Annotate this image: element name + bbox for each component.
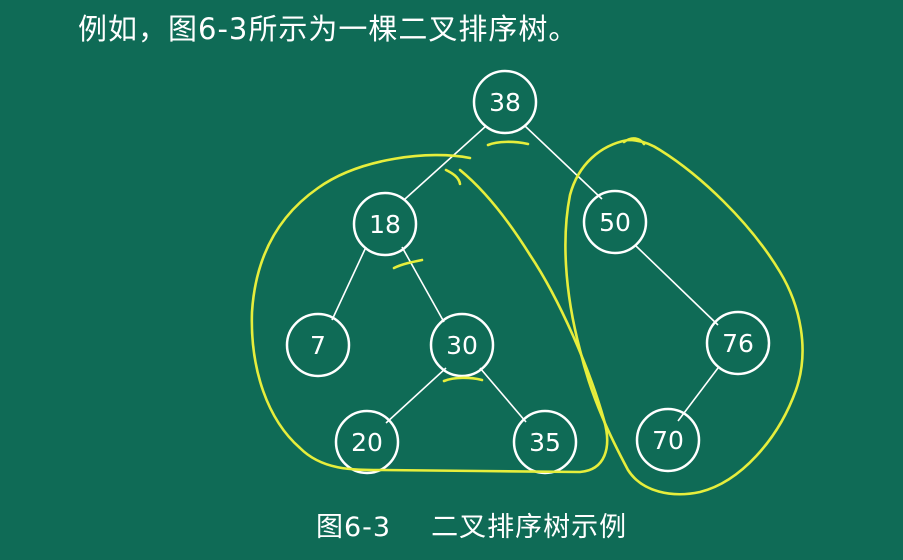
underline-root xyxy=(486,140,530,147)
left-subtree-loop xyxy=(250,153,609,474)
figure-title: 二叉排序树示例 xyxy=(431,512,628,543)
edge-18-30 xyxy=(401,246,445,323)
edge-38-50 xyxy=(524,125,603,200)
underline-30 xyxy=(442,376,484,383)
tree-node-30: 30 xyxy=(429,312,495,378)
node-label: 7 xyxy=(310,331,326,360)
edge-76-70 xyxy=(677,367,719,422)
tree-node-70: 70 xyxy=(635,407,701,473)
tree-node-7: 7 xyxy=(285,312,351,378)
highlighter-annotations xyxy=(250,137,804,496)
figure-number: 图6-3 xyxy=(316,512,392,543)
node-label: 20 xyxy=(351,428,383,457)
tree-node-76: 76 xyxy=(705,310,771,376)
edge-38-18 xyxy=(404,125,487,200)
edge-30-20 xyxy=(385,367,447,424)
node-label: 35 xyxy=(529,428,561,457)
intro-text: 例如，图6-3所示为一棵二叉排序树。 xyxy=(78,12,579,46)
edge-18-7 xyxy=(331,246,367,321)
figure-caption: 图6-3 二叉排序树示例 xyxy=(316,505,627,544)
node-label: 76 xyxy=(722,329,754,358)
node-label: 70 xyxy=(652,426,684,455)
tree-node-20: 20 xyxy=(334,409,400,475)
underline-18 xyxy=(392,258,424,270)
node-label: 18 xyxy=(369,210,401,239)
tree-node-18: 18 xyxy=(352,191,418,257)
tree-node-50: 50 xyxy=(582,189,648,255)
tree-node-35: 35 xyxy=(512,409,578,475)
node-label: 38 xyxy=(489,88,521,117)
tree-node-38: 38 xyxy=(472,69,538,135)
edge-50-76 xyxy=(635,245,719,326)
edge-30-35 xyxy=(479,367,527,423)
tree-edges xyxy=(331,125,719,424)
right-subtree-loop xyxy=(564,137,804,496)
node-label: 50 xyxy=(599,208,631,237)
node-label: 30 xyxy=(446,331,478,360)
